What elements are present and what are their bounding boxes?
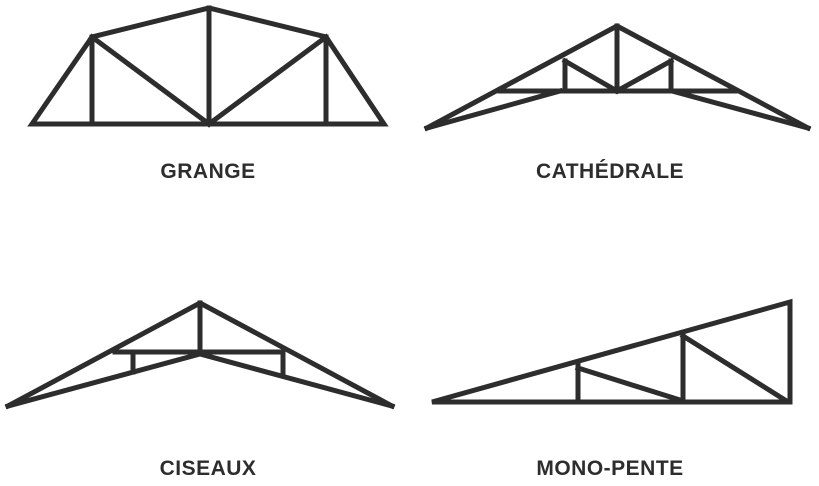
label-ciseaux: CISEAUX <box>159 457 257 480</box>
truss-ciseaux <box>4 300 396 410</box>
truss-mono-pente <box>431 298 793 405</box>
label-cathedrale: CATHÉDRALE <box>535 160 685 183</box>
truss-grange <box>27 5 389 128</box>
label-mono-pente: MONO-PENTE <box>536 457 684 480</box>
truss-cathedrale <box>423 23 812 132</box>
label-grange: GRANGE <box>160 160 256 183</box>
